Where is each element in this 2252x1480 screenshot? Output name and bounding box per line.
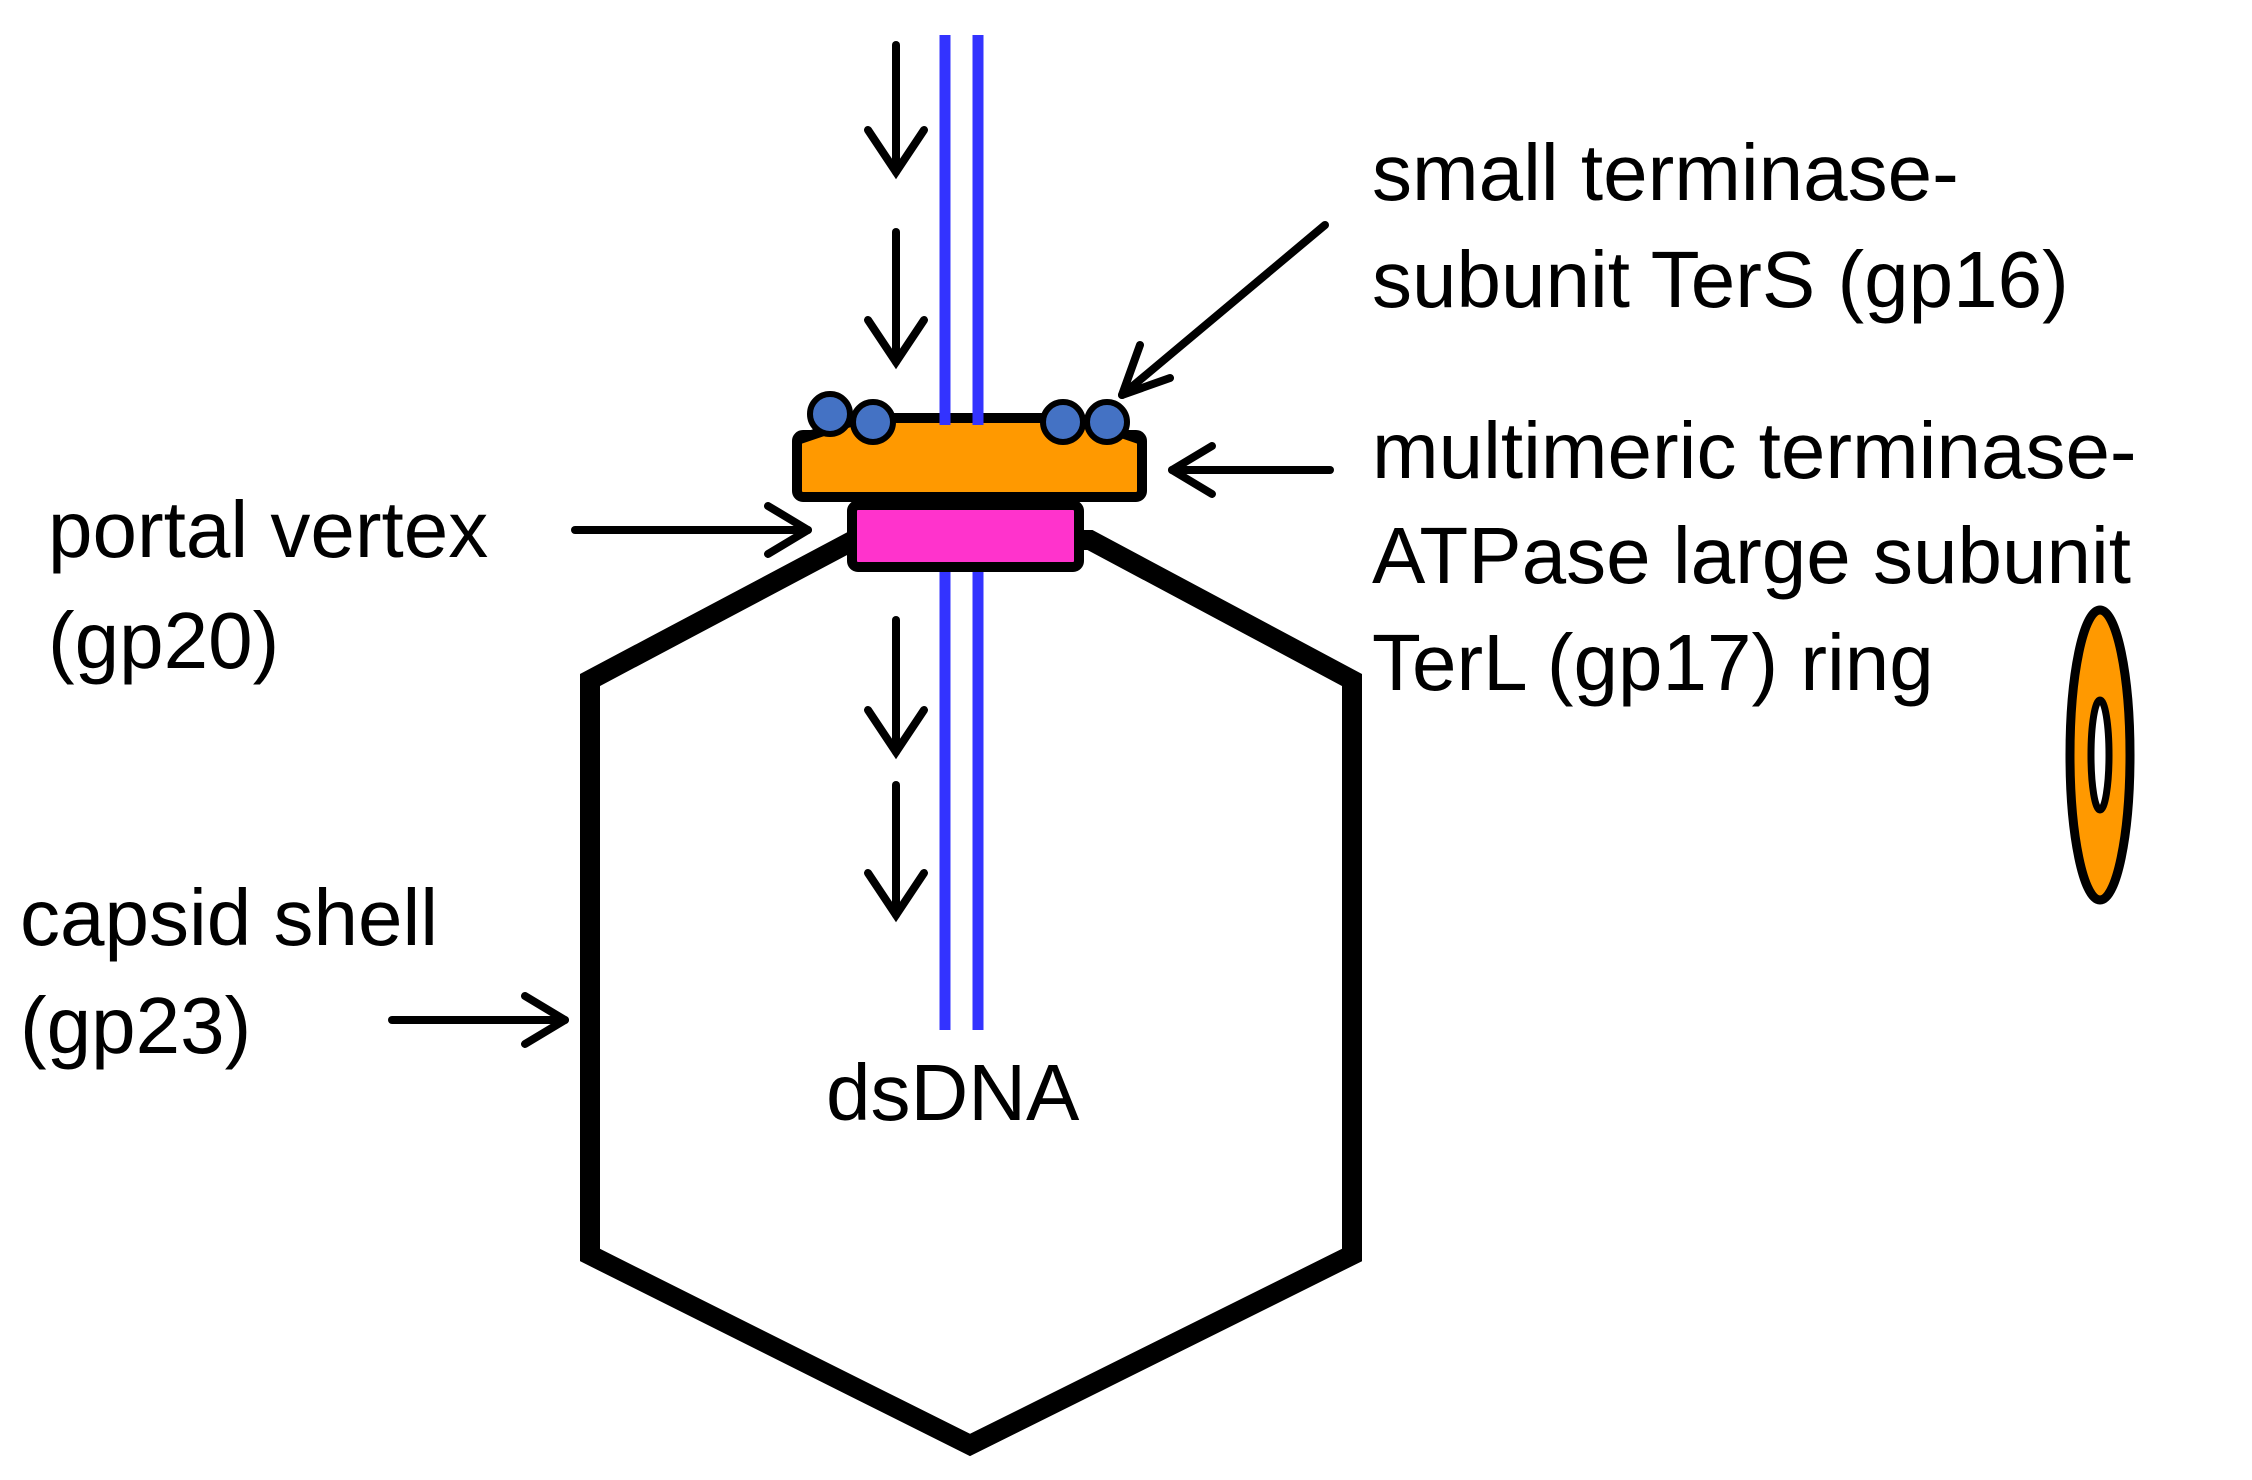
multimeric-terminase-label-line3: TerL (gp17) ring (1372, 618, 1934, 707)
small-terminase-subunit (1084, 399, 1130, 445)
small-terminase-subunit (850, 399, 896, 445)
dsdna-label: dsDNA (826, 1048, 1080, 1137)
capsid-shell (580, 530, 1362, 1457)
small-terminase-subunit (807, 391, 853, 437)
portal-vertex-pointer-arrow (571, 502, 812, 558)
portal-vertex (847, 500, 1084, 572)
down-arrow (864, 41, 928, 180)
multimeric-terminase-label-line2: ATPase large subunit (1372, 511, 2131, 600)
small-terminase-label-line2: subunit TerS (gp16) (1372, 235, 2069, 324)
portal-vertex-label-line1: portal vertex (48, 485, 488, 574)
capsid-shell-pointer-arrow (388, 992, 569, 1048)
dsdna-strands-top (939, 35, 984, 420)
down-arrow (864, 781, 928, 923)
small-terminase-subunit (1040, 399, 1086, 445)
portal-vertex-label-line2: (gp20) (48, 596, 279, 685)
dna-translocation-arrows (864, 41, 928, 923)
small-terminase-subunits (807, 391, 1130, 445)
down-arrow (864, 228, 928, 370)
capsid-shell-label-line2: (gp23) (20, 981, 251, 1070)
down-arrow (864, 616, 928, 760)
dsdna-through-motor (939, 380, 984, 425)
capsid-shell-label-line1: capsid shell (20, 873, 438, 962)
small-terminase-pointer-arrow (1118, 221, 1329, 399)
terminase-ring-pointer-arrow (1168, 442, 1334, 498)
small-terminase-label-line1: small terminase- (1372, 128, 1959, 217)
dsdna-strands-inside (939, 570, 984, 1030)
multimeric-terminase-label-line1: multimeric terminase- (1372, 406, 2137, 495)
terminase-ring (792, 430, 1147, 502)
terl-ring-side-view (2065, 605, 2135, 905)
